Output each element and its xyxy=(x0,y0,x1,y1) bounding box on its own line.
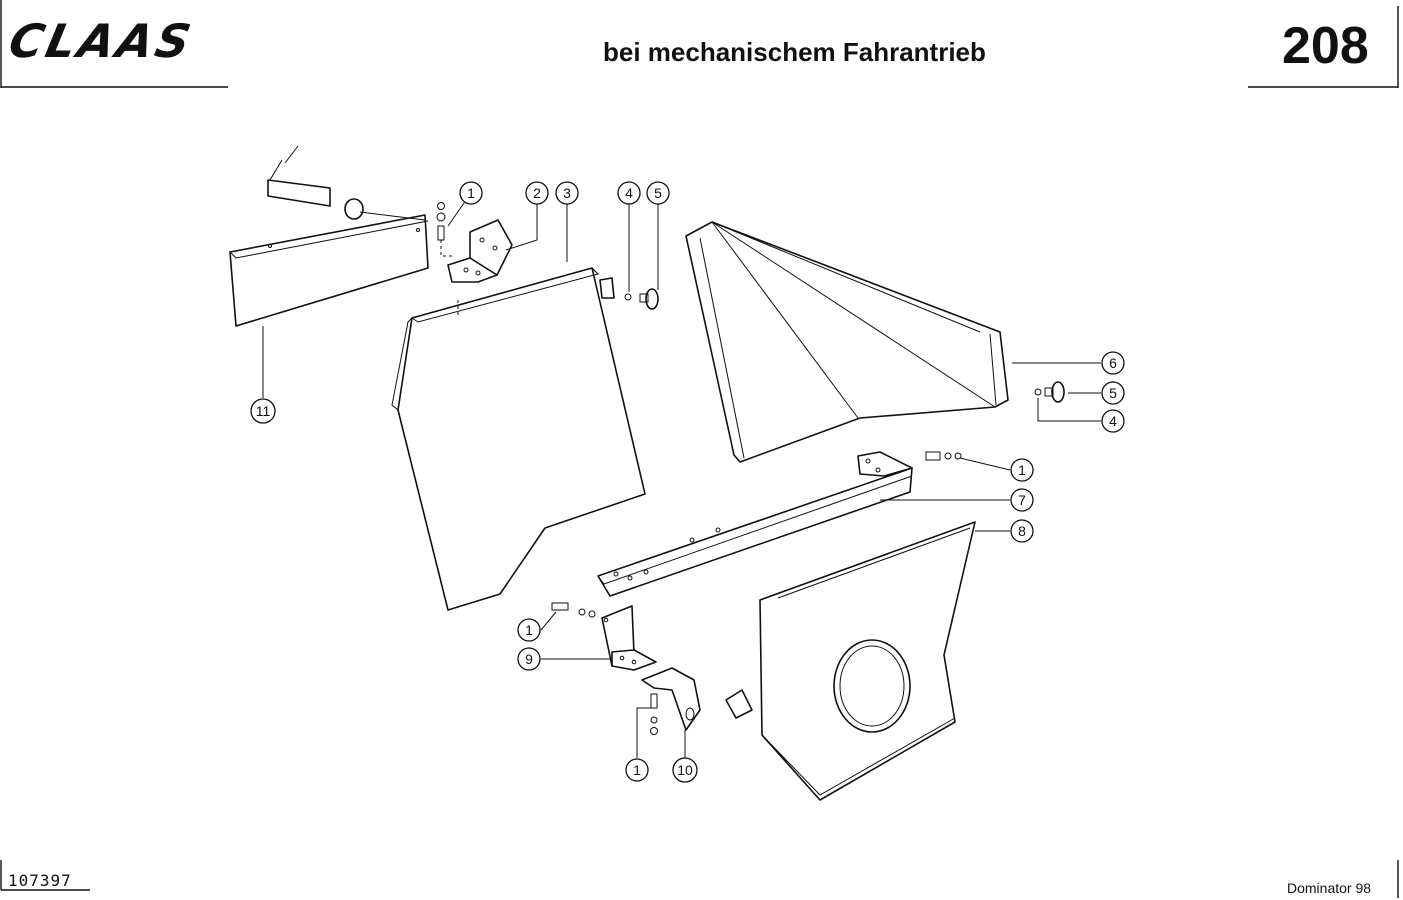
part-2-bracket xyxy=(447,219,513,283)
callout-1-right: 1 xyxy=(1010,458,1034,482)
svg-text:7: 7 xyxy=(1018,492,1026,508)
callout-10: 10 xyxy=(672,757,698,783)
callout-4-top: 4 xyxy=(617,181,641,205)
page-number: 208 xyxy=(1282,17,1369,75)
callout-9: 9 xyxy=(517,647,541,671)
part-7-angle-rail xyxy=(597,451,962,597)
callout-3: 3 xyxy=(555,181,579,205)
svg-text:5: 5 xyxy=(1109,385,1117,401)
callout-5-top: 5 xyxy=(646,181,670,205)
callout-11: 11 xyxy=(250,398,276,424)
callout-6: 6 xyxy=(1101,351,1125,375)
page-title: bei mechanischem Fahrantrieb xyxy=(603,37,986,67)
part-6-funnel-cover xyxy=(685,221,1065,463)
svg-text:5: 5 xyxy=(654,185,662,201)
svg-text:1: 1 xyxy=(1018,462,1026,478)
fastener-top xyxy=(436,202,659,310)
callout-1-top: 1 xyxy=(459,181,483,205)
callout-1-left: 1 xyxy=(517,618,541,642)
svg-text:1: 1 xyxy=(525,622,533,638)
part-9-bracket xyxy=(551,602,657,671)
svg-text:2: 2 xyxy=(533,185,541,201)
part-8-lower-housing xyxy=(725,521,976,801)
model-name: Dominator 98 xyxy=(1287,880,1372,896)
svg-text:10: 10 xyxy=(677,762,693,778)
svg-text:4: 4 xyxy=(1109,413,1117,429)
part-3-side-panel xyxy=(391,267,646,611)
svg-text:6: 6 xyxy=(1109,355,1117,371)
part-11-guard-plate xyxy=(229,145,429,327)
callout-8: 8 xyxy=(1010,519,1034,543)
callout-1-bottom: 1 xyxy=(625,758,649,782)
callout-4-right: 4 xyxy=(1101,409,1125,433)
leader-lines xyxy=(262,192,1101,758)
callout-2: 2 xyxy=(525,181,549,205)
svg-text:3: 3 xyxy=(563,185,571,201)
svg-text:8: 8 xyxy=(1018,523,1026,539)
callout-5-right: 5 xyxy=(1101,381,1125,405)
svg-text:4: 4 xyxy=(625,185,633,201)
svg-text:1: 1 xyxy=(633,762,641,778)
svg-text:1: 1 xyxy=(467,185,475,201)
svg-text:11: 11 xyxy=(256,403,271,419)
part-10-bracket xyxy=(641,667,701,735)
callout-7: 7 xyxy=(1010,488,1034,512)
document-number: 107397 xyxy=(8,871,72,890)
svg-text:9: 9 xyxy=(525,651,533,667)
